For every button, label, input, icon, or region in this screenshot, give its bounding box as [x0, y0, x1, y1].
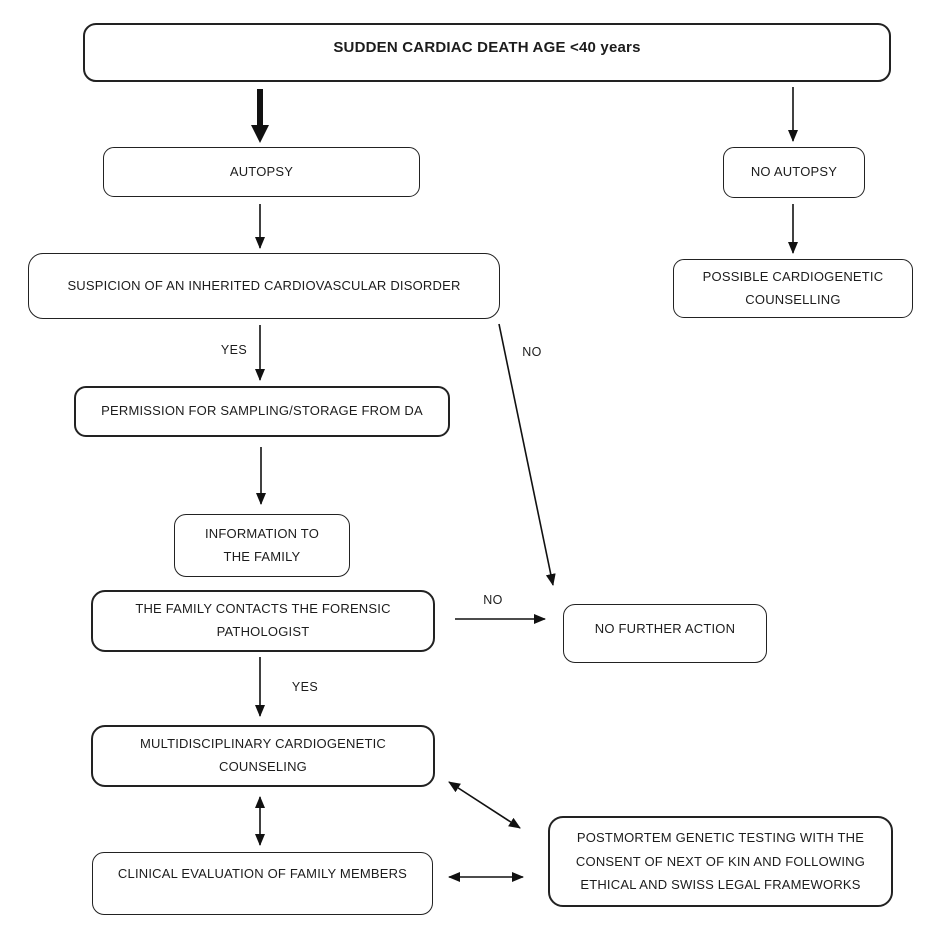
- node-permission-sampling-storage: PERMISSION FOR SAMPLING/STORAGE FROM DA: [74, 386, 450, 437]
- edge-label-family-yes: YES: [289, 680, 321, 694]
- node-suspicion-inherited-disorder: SUSPICION OF AN INHERITED CARDIOVASCULAR…: [28, 253, 500, 319]
- node-postmortem-genetic-testing: POSTMORTEM GENETIC TESTING WITH THE CONS…: [548, 816, 893, 907]
- node-possible-cardiogenetic-counselling: POSSIBLE CARDIOGENETIC COUNSELLING: [673, 259, 913, 318]
- node-family-contacts-forensic-pathologist: THE FAMILY CONTACTS THE FORENSIC PATHOLO…: [91, 590, 435, 652]
- edge-label-suspicion-no: NO: [520, 345, 544, 359]
- node-no-autopsy: NO AUTOPSY: [723, 147, 865, 198]
- edge-label-suspicion-yes: YES: [218, 343, 250, 357]
- node-clinical-evaluation-family: CLINICAL EVALUATION OF FAMILY MEMBERS: [92, 852, 433, 915]
- arrow-suspicion-no-to-no-further-action: [498, 323, 556, 586]
- node-autopsy: AUTOPSY: [103, 147, 420, 197]
- arrow-title-to-autopsy-head: [251, 125, 269, 143]
- node-multidisciplinary-counseling: MULTIDISCIPLINARY CARDIOGENETIC COUNSELI…: [91, 725, 435, 787]
- node-information-to-family: INFORMATION TO THE FAMILY: [174, 514, 350, 577]
- node-sudden-cardiac-death: SUDDEN CARDIAC DEATH AGE <40 years: [83, 23, 891, 82]
- node-no-further-action: NO FURTHER ACTION: [563, 604, 767, 663]
- arrow-multidisciplinary-postmortem-bidirectional: [448, 781, 521, 829]
- edge-label-family-no: NO: [481, 593, 505, 607]
